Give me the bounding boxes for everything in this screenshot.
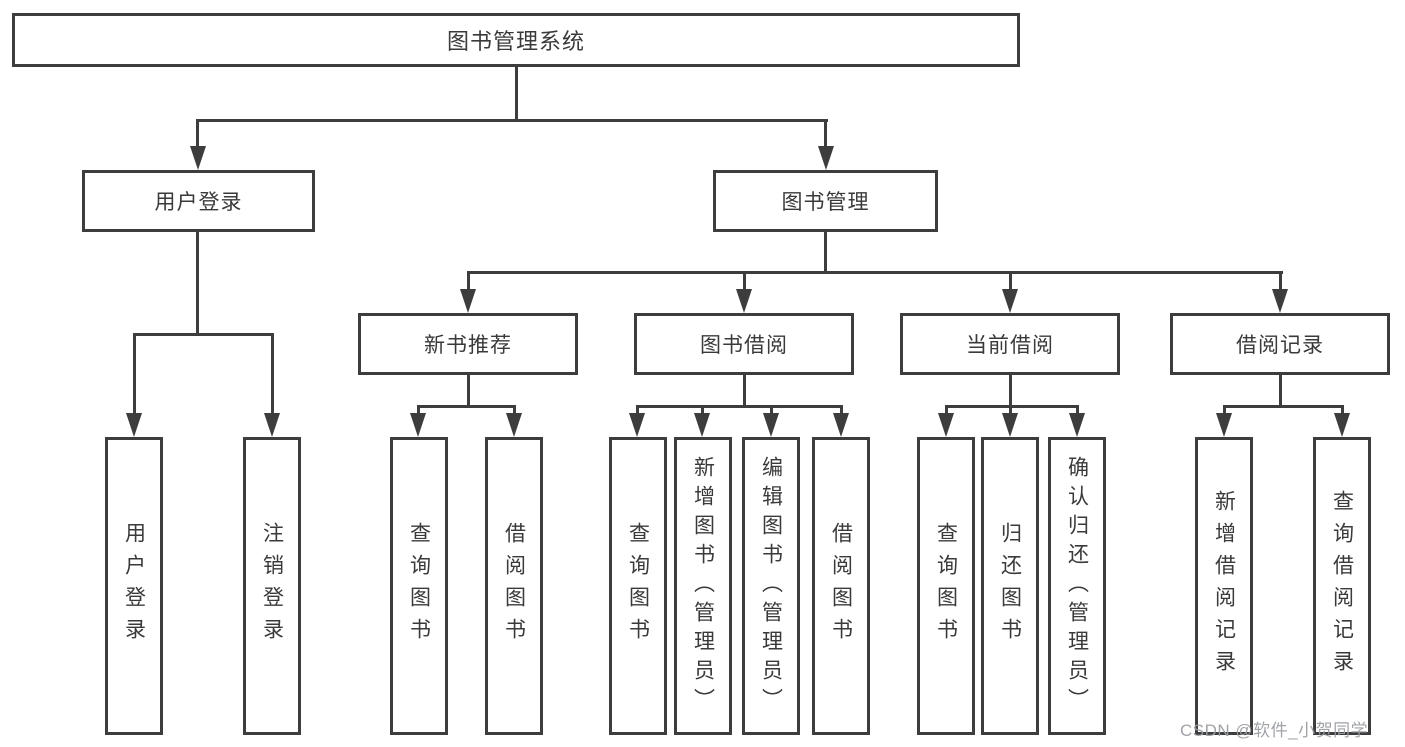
connector-line bbox=[945, 405, 948, 415]
arrow-down-icon bbox=[190, 146, 206, 170]
node-book-borrow: 图书借阅 bbox=[634, 313, 854, 375]
arrow-down-icon bbox=[736, 289, 752, 313]
leaf-confirm-return-admin: 确认归还（管理员） bbox=[1048, 437, 1106, 735]
arrow-down-icon bbox=[1334, 413, 1350, 437]
connector-line bbox=[701, 405, 704, 415]
leaf-return-books: 归还图书 bbox=[981, 437, 1039, 735]
connector-line bbox=[743, 375, 746, 408]
node-root-label: 图书管理系统 bbox=[446, 29, 585, 54]
arrow-down-icon bbox=[410, 413, 426, 437]
node-new-book-recommend: 新书推荐 bbox=[358, 313, 578, 375]
leaf-query-books-borrow: 查询图书 bbox=[609, 437, 667, 735]
connector-line bbox=[1009, 375, 1012, 408]
leaf-borrow-books-label: 借阅图书 bbox=[829, 522, 853, 650]
connector-line bbox=[1009, 271, 1012, 293]
leaf-logout: 注销登录 bbox=[243, 437, 301, 735]
connector-line bbox=[196, 119, 199, 154]
leaf-edit-books-admin-label: 编辑图书（管理员） bbox=[759, 455, 783, 717]
arrow-down-icon bbox=[126, 413, 142, 437]
connector-line bbox=[1223, 405, 1226, 415]
arrow-down-icon bbox=[818, 146, 834, 170]
leaf-query-books-recommend-label: 查询图书 bbox=[407, 522, 431, 650]
leaf-query-borrow-record: 查询借阅记录 bbox=[1313, 437, 1371, 735]
connector-line bbox=[1279, 375, 1282, 408]
connector-line bbox=[196, 232, 199, 335]
node-borrow-records: 借阅记录 bbox=[1170, 313, 1390, 375]
leaf-add-books-admin-label: 新增图书（管理员） bbox=[691, 455, 715, 717]
node-root: 图书管理系统 bbox=[12, 13, 1020, 67]
arrow-down-icon bbox=[460, 289, 476, 313]
arrow-down-icon bbox=[694, 413, 710, 437]
connector-line bbox=[467, 271, 470, 293]
arrow-down-icon bbox=[938, 413, 954, 437]
leaf-logout-label: 注销登录 bbox=[260, 522, 284, 650]
connector-line bbox=[770, 405, 773, 415]
connector-line bbox=[133, 333, 274, 336]
leaf-query-books-current-label: 查询图书 bbox=[934, 522, 958, 650]
leaf-query-books-current: 查询图书 bbox=[917, 437, 975, 735]
leaf-user-login-label: 用户登录 bbox=[122, 522, 146, 650]
connector-line bbox=[515, 67, 518, 120]
node-book-management-label: 图书管理 bbox=[781, 191, 870, 214]
arrow-down-icon bbox=[264, 413, 280, 437]
connector-line bbox=[1076, 405, 1079, 415]
connector-line bbox=[513, 405, 516, 415]
connector-line bbox=[1279, 271, 1282, 293]
connector-line bbox=[636, 405, 843, 408]
leaf-borrow-books: 借阅图书 bbox=[812, 437, 870, 735]
leaf-edit-books-admin: 编辑图书（管理员） bbox=[742, 437, 800, 735]
leaf-borrow-books-recommend-label: 借阅图书 bbox=[502, 522, 526, 650]
leaf-user-login: 用户登录 bbox=[105, 437, 163, 735]
leaf-add-borrow-record: 新增借阅记录 bbox=[1195, 437, 1253, 735]
arrow-down-icon bbox=[1002, 413, 1018, 437]
arrow-down-icon bbox=[1069, 413, 1085, 437]
leaf-return-books-label: 归还图书 bbox=[998, 522, 1022, 650]
node-user-login-label: 用户登录 bbox=[154, 191, 243, 214]
arrow-down-icon bbox=[833, 413, 849, 437]
connector-line bbox=[467, 375, 470, 408]
node-borrow-records-label: 借阅记录 bbox=[1236, 334, 1324, 357]
connector-line bbox=[840, 405, 843, 415]
connector-line bbox=[196, 119, 828, 122]
leaf-query-books-borrow-label: 查询图书 bbox=[626, 522, 650, 650]
arrow-down-icon bbox=[629, 413, 645, 437]
arrow-down-icon bbox=[763, 413, 779, 437]
arrow-down-icon bbox=[1216, 413, 1232, 437]
leaf-query-borrow-record-label: 查询借阅记录 bbox=[1330, 490, 1354, 682]
leaf-query-books-recommend: 查询图书 bbox=[390, 437, 448, 735]
watermark: CSDN @软件_小贺同学 bbox=[1180, 721, 1369, 740]
connector-line bbox=[271, 333, 274, 417]
leaf-borrow-books-recommend: 借阅图书 bbox=[485, 437, 543, 735]
arrow-down-icon bbox=[1002, 289, 1018, 313]
leaf-add-books-admin: 新增图书（管理员） bbox=[674, 437, 732, 735]
connector-line bbox=[945, 405, 1079, 408]
connector-line bbox=[133, 333, 136, 417]
node-book-borrow-label: 图书借阅 bbox=[700, 334, 788, 357]
connector-line bbox=[743, 271, 746, 293]
connector-line bbox=[417, 405, 516, 408]
connector-line bbox=[824, 232, 827, 273]
connector-line bbox=[467, 271, 1283, 274]
connector-line bbox=[417, 405, 420, 415]
connector-line bbox=[824, 119, 827, 154]
node-new-book-recommend-label: 新书推荐 bbox=[424, 334, 512, 357]
leaf-add-borrow-record-label: 新增借阅记录 bbox=[1212, 490, 1236, 682]
arrow-down-icon bbox=[1272, 289, 1288, 313]
connector-line bbox=[1341, 405, 1344, 415]
node-current-borrow-label: 当前借阅 bbox=[966, 334, 1054, 357]
node-user-login: 用户登录 bbox=[82, 170, 315, 232]
connector-line bbox=[1009, 405, 1012, 415]
leaf-confirm-return-admin-label: 确认归还（管理员） bbox=[1065, 455, 1089, 717]
node-current-borrow: 当前借阅 bbox=[900, 313, 1120, 375]
connector-line bbox=[636, 405, 639, 415]
node-book-management: 图书管理 bbox=[713, 170, 938, 232]
arrow-down-icon bbox=[506, 413, 522, 437]
connector-line bbox=[1223, 405, 1344, 408]
